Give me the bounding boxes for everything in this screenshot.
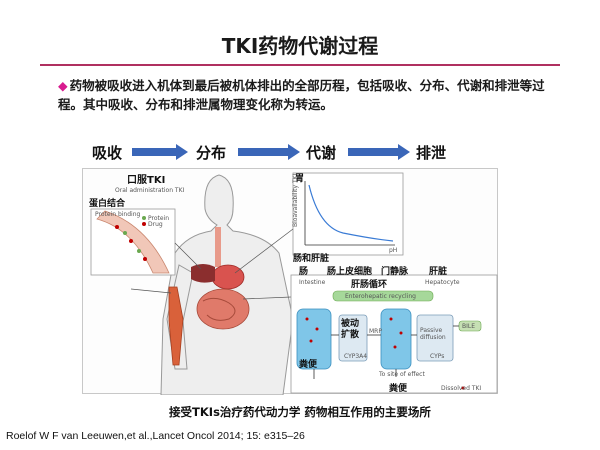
label-liver: 肝脏 — [429, 267, 448, 277]
label-protein-binding: 蛋白结合 — [89, 199, 126, 209]
bioavailability-curve — [308, 184, 394, 242]
bullet-icon: ◆ — [58, 78, 68, 93]
blood-vessel — [96, 210, 170, 274]
label-oral-administration: Oral administration TKI — [115, 187, 185, 194]
label-protein-binding-box: Protein binding — [95, 211, 141, 218]
liver — [191, 264, 215, 283]
intestines — [196, 288, 250, 330]
figure-caption: 接受TKIs治疗药代动力学 药物相互作用的主要场所 — [169, 405, 431, 419]
label-feces-2: 粪便 — [389, 384, 408, 394]
label-cyp3a4: CYP3A4 — [344, 353, 368, 360]
pharmacokinetics-figure: 口服TKI Oral administration TKI 蛋白结合 Prote… — [82, 168, 498, 395]
hepatocyte-cell — [416, 314, 454, 362]
dissolved-tki-icon — [461, 386, 465, 390]
slide-title: TKI药物代谢过程 — [221, 34, 379, 58]
arrow-right-icon — [132, 144, 188, 160]
label-ph: pH — [389, 247, 398, 254]
label-intestine-liver: 肠和肝脏 — [293, 254, 330, 264]
label-stomach: 胃 — [295, 174, 305, 184]
intro-text: 药物被吸收进入机体到最后被机体排出的全部历程，包括吸收、分布、代谢和排泄等过程。… — [58, 78, 545, 112]
stomach — [211, 264, 245, 290]
enterocyte-cell — [338, 314, 368, 362]
label-cyps: CYPs — [430, 353, 445, 360]
label-mrp: MRP — [369, 328, 382, 335]
label-feces-1: 粪便 — [299, 360, 318, 370]
label-bioavailability: Bioavailability TKI — [292, 173, 299, 227]
bioavailability-panel — [292, 172, 404, 256]
figure-illustration — [90, 172, 498, 395]
label-hepatocyte: Hepatocyte — [425, 279, 460, 286]
label-portal-vein: 门静脉 — [381, 267, 409, 277]
portal-vein-tube — [380, 308, 412, 370]
label-enterocyte: 肠上皮细胞 — [327, 267, 373, 277]
label-bile: BILE — [462, 323, 476, 330]
step-distribution: 分布 — [196, 144, 227, 162]
label-to-site: To site of effect — [379, 371, 425, 378]
label-passive-diffusion-en: Passive diffusion — [420, 327, 446, 341]
arm-muscle — [168, 286, 184, 366]
label-dissolved-tki: Dissolved TKI — [441, 385, 482, 392]
step-absorption: 吸收 — [92, 144, 123, 162]
step-excretion: 排泄 — [416, 144, 447, 162]
label-oral-tki: 口服TKI — [127, 175, 166, 186]
label-intestine-en: Intestine — [299, 279, 326, 286]
arrow-right-icon — [348, 144, 410, 160]
label-intestine: 肠 — [299, 267, 309, 277]
step-metabolism: 代谢 — [306, 144, 337, 162]
label-enterohepatic-en: Enterohepatic recycling — [345, 293, 416, 300]
legend-protein: Protein — [148, 215, 170, 222]
label-passive-diffusion-cn: 被动扩散 — [341, 319, 360, 340]
enterohepatic-bar — [332, 290, 434, 302]
legend-drug: Drug — [148, 221, 163, 228]
esophagus — [215, 227, 221, 267]
reference-citation: Roelof W F van Leeuwen,et al.,Lancet Onc… — [6, 430, 305, 442]
intro-paragraph: ◆药物被吸收进入机体到最后被机体排出的全部历程，包括吸收、分布、代谢和排泄等过程… — [58, 76, 558, 114]
label-enterohepatic: 肝肠循环 — [351, 280, 388, 290]
arrow-right-icon — [238, 144, 300, 160]
title-rule — [40, 64, 560, 66]
